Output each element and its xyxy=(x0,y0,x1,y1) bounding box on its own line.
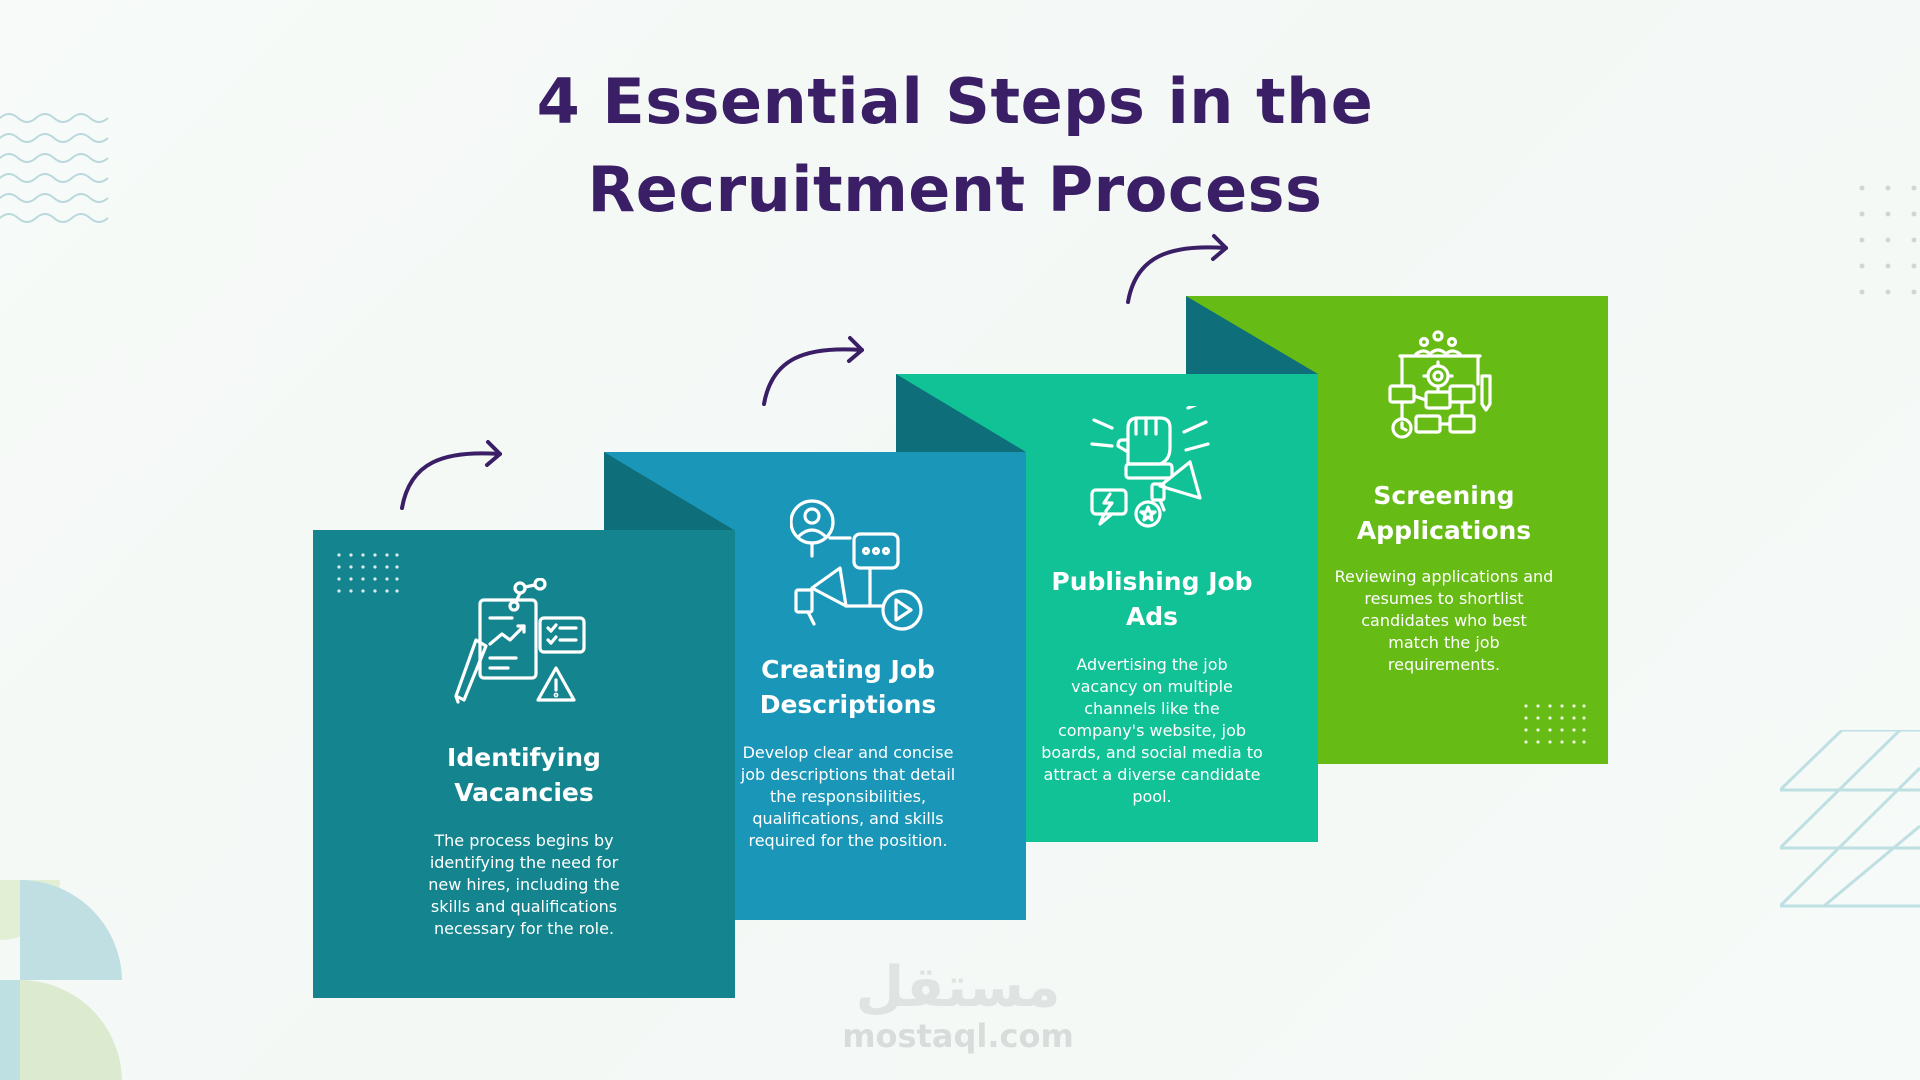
step-3-title: Publishing Job Ads xyxy=(940,564,1364,634)
page-title-line-1: 4 Essential Steps in the xyxy=(536,65,1374,138)
step-1-description: The process begins by identifying the ne… xyxy=(330,830,718,940)
step-1-title-line-2: Vacancies xyxy=(454,778,594,807)
description-line: vacancy on multiple xyxy=(1071,677,1233,696)
description-line: Advertising the job xyxy=(1076,655,1228,674)
description-line: match the job xyxy=(1388,633,1500,652)
description-line: attract a diverse candidate xyxy=(1043,765,1261,784)
card-dot-grid-decoration xyxy=(1524,704,1586,744)
leaf-shapes-decoration xyxy=(0,880,122,1080)
page-title-line-2: Recruitment Process xyxy=(587,153,1323,226)
step-2-fold xyxy=(604,452,734,530)
description-line: Reviewing applications and xyxy=(1334,567,1554,586)
screening-flowchart-icon xyxy=(1388,330,1492,439)
step-2-title-line-1: Creating Job xyxy=(761,655,935,684)
description-line: required for the position. xyxy=(748,831,948,850)
watermark-arabic: مستقل xyxy=(855,955,1061,1020)
step-4-title-line-1: Screening xyxy=(1373,481,1515,510)
description-line: channels like the xyxy=(1084,699,1220,718)
description-line: requirements. xyxy=(1387,655,1501,674)
step-3-fold xyxy=(896,374,1026,452)
step-4-title-line-2: Applications xyxy=(1356,516,1532,545)
description-line: candidates who best xyxy=(1361,611,1527,630)
diagonal-grid-decoration xyxy=(1780,730,1920,908)
description-line: qualifications, and skills xyxy=(752,809,944,828)
wave-pattern-decoration xyxy=(0,113,109,223)
step-3-description: Advertising the job vacancy on multiple … xyxy=(940,654,1364,808)
arrow-icon xyxy=(1126,234,1228,304)
description-line: the responsibilities, xyxy=(769,787,927,806)
dot-grid-decoration-right xyxy=(1859,185,1917,295)
arrow-icon xyxy=(400,440,502,510)
description-line: skills and qualifications xyxy=(430,897,618,916)
card-dot-grid-decoration xyxy=(337,553,399,593)
step-1-title: Identifying Vacancies xyxy=(330,740,718,810)
step-2-title: Creating Job Descriptions xyxy=(640,652,1056,722)
megaphone-fist-icon xyxy=(1090,406,1210,528)
step-1-card xyxy=(313,530,735,998)
watermark-latin: mostaql.com xyxy=(842,1017,1074,1055)
step-2-description: Develop clear and concise job descriptio… xyxy=(640,742,1056,852)
step-1-title-line-1: Identifying xyxy=(447,743,601,772)
step-3-title-line-2: Ads xyxy=(1125,602,1179,631)
job-description-media-icon xyxy=(790,499,923,631)
vacancy-analysis-icon xyxy=(454,578,586,704)
arrow-icon xyxy=(762,336,864,406)
description-line: job descriptions that detail xyxy=(740,765,956,784)
step-4-title: Screening Applications xyxy=(1244,478,1644,548)
description-line: The process begins by xyxy=(434,831,614,850)
description-line: identifying the need for xyxy=(429,853,619,872)
description-line: resumes to shortlist xyxy=(1364,589,1524,608)
description-line: Develop clear and concise xyxy=(742,743,954,762)
description-line: company's website, job xyxy=(1057,721,1247,740)
step-2-title-line-2: Descriptions xyxy=(759,690,937,719)
description-line: necessary for the role. xyxy=(433,919,615,938)
step-4-fold xyxy=(1186,296,1318,374)
description-line: boards, and social media to xyxy=(1041,743,1263,762)
step-3-title-line-1: Publishing Job xyxy=(1051,567,1253,596)
description-line: pool. xyxy=(1132,787,1172,806)
step-4-description: Reviewing applications and resumes to sh… xyxy=(1244,566,1644,676)
description-line: new hires, including the xyxy=(428,875,620,894)
